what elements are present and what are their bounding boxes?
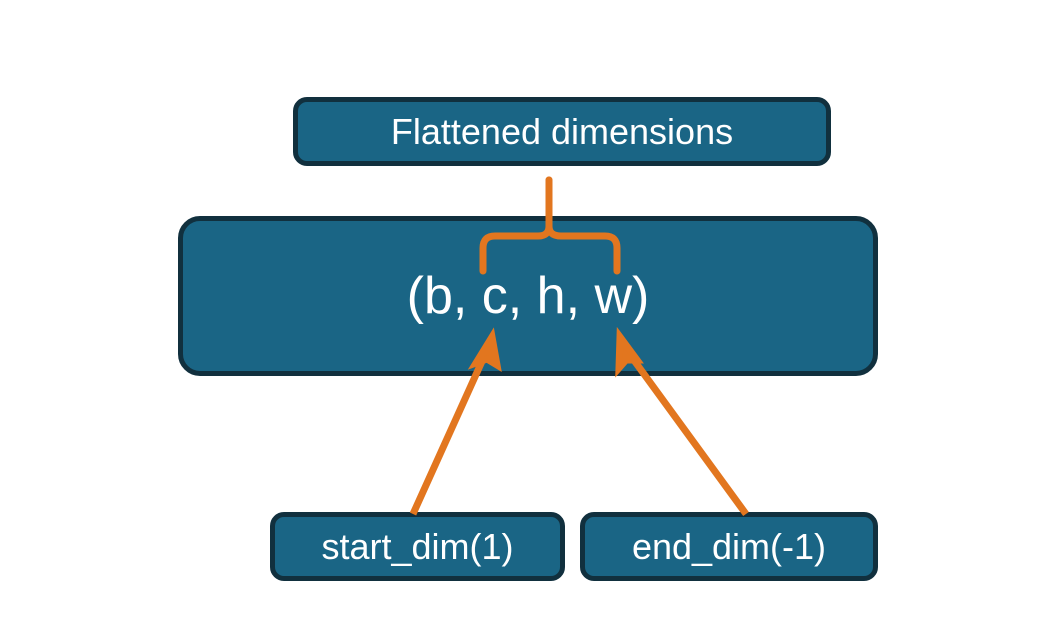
tensor-shape-label: (b, c, h, w) [406,266,650,325]
start-dim-label: start_dim(1) [321,525,514,567]
flattened-dimensions-label: Flattened dimensions [390,110,734,152]
flattened-dimensions-box: Flattened dimensions [293,97,831,166]
end-dim-box: end_dim(-1) [580,512,878,581]
start-dim-box: start_dim(1) [270,512,565,581]
end-dim-label: end_dim(-1) [631,525,827,567]
tensor-shape-box: (b, c, h, w) [178,216,878,376]
